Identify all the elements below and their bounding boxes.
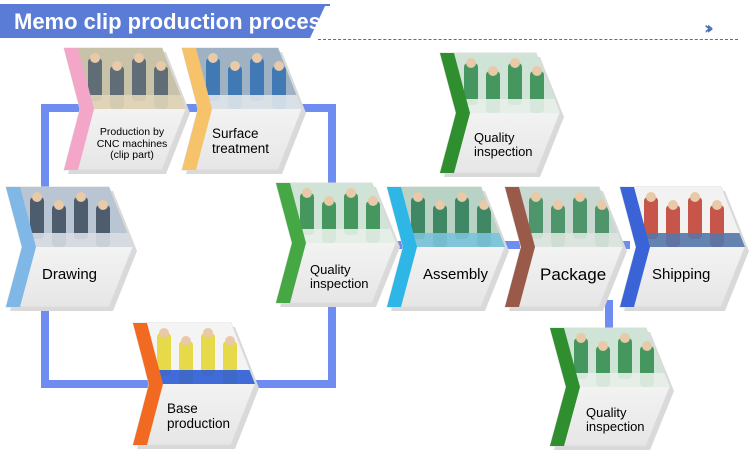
step-label-cnc: Production by CNC machines (clip part) <box>96 126 168 162</box>
step-card-drawing <box>5 186 137 311</box>
step-label-qi3: Quality inspection <box>586 405 645 435</box>
step-label-qi1: Quality inspection <box>310 262 369 292</box>
title-divider <box>318 39 738 40</box>
step-label-drawing: Drawing <box>42 266 98 283</box>
step-label-shipping: Shipping <box>652 266 711 283</box>
step-card-surface <box>181 47 306 174</box>
step-card-assembly <box>386 186 509 311</box>
step-card-package <box>504 186 627 311</box>
step-card-qi1 <box>275 182 400 307</box>
page-title: Memo clip production process <box>14 9 334 34</box>
step-card-cnc <box>63 47 190 174</box>
step-card-qi3 <box>549 327 674 450</box>
step-label-assembly: Assembly <box>423 266 489 283</box>
step-card-shipping <box>619 186 749 311</box>
step-label-package: Package <box>540 265 607 284</box>
step-card-base <box>132 322 259 449</box>
step-label-qi2: Quality inspection <box>474 130 533 160</box>
step-label-surface: Surface treatment <box>212 126 270 156</box>
step-card-qi2 <box>439 52 564 177</box>
title-banner <box>0 4 330 38</box>
step-label-base: Base production <box>167 401 231 431</box>
